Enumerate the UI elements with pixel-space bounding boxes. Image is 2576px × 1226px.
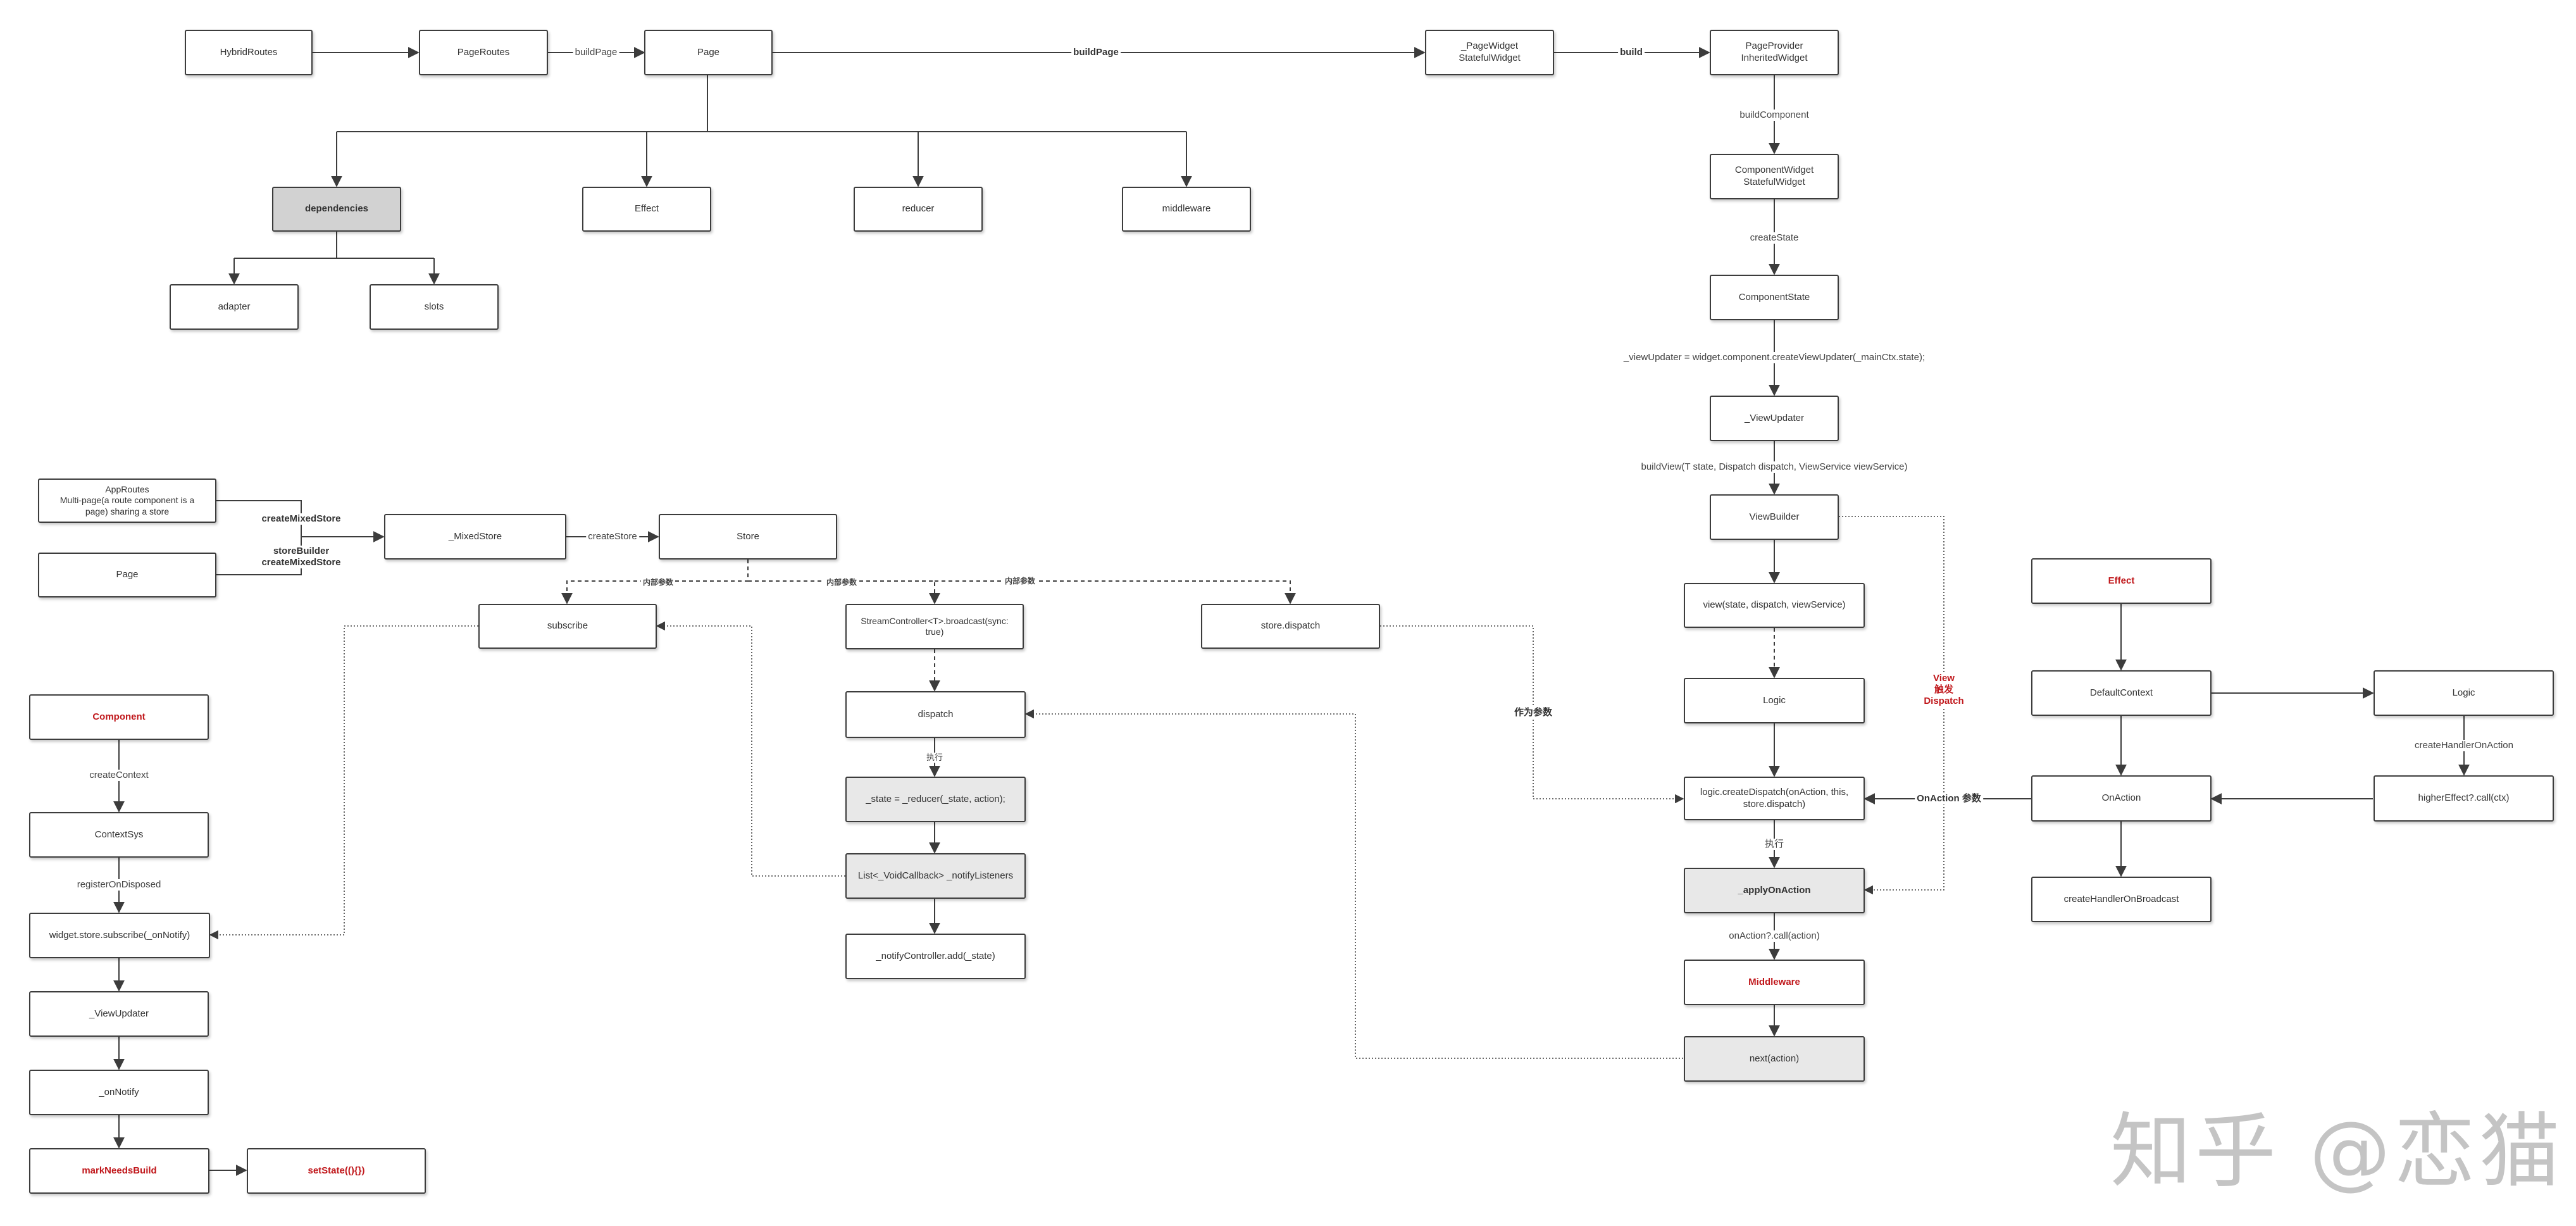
node-default-context: DefaultContext <box>2031 670 2212 716</box>
node-notify-listeners: List<_VoidCallback> _notifyListeners <box>845 853 1026 899</box>
node-create-dispatch: logic.createDispatch(onAction, this, sto… <box>1684 777 1865 820</box>
node-next-action: next(action) <box>1684 1036 1865 1082</box>
node-mark-needs-build: markNeedsBuild <box>29 1148 209 1194</box>
edge-approutes-join <box>216 500 302 575</box>
label-create-store: createStore <box>586 531 639 542</box>
node-notify-controller: _notifyController.add(_state) <box>845 934 1026 979</box>
node-store: Store <box>659 514 837 560</box>
node-view-builder: ViewBuilder <box>1710 494 1839 540</box>
edge-store-inner-to-dispatch <box>935 580 1296 604</box>
label-inner-param-1: 内部参数 <box>640 577 676 587</box>
node-context-sys: ContextSys <box>29 812 209 858</box>
node-stream-controller: StreamController<T>.broadcast(sync: true… <box>845 604 1024 649</box>
node-view-call: view(state, dispatch, viewService) <box>1684 583 1865 628</box>
label-exec-right: 执行 <box>1762 839 1786 850</box>
label-build-component: buildComponent <box>1738 109 1811 121</box>
label-build-view: buildView(T state, Dispatch dispatch, Vi… <box>1639 461 1910 473</box>
edge-storedispatch-to-createdispatch <box>1380 625 1684 804</box>
node-state-reducer: _state = _reducer(_state, action); <box>845 777 1026 822</box>
node-mixed-store: _MixedStore <box>384 514 566 560</box>
node-store-dispatch: store.dispatch <box>1201 604 1380 649</box>
edge-next-to-dispatch <box>1024 709 1683 1059</box>
node-apply-on-action: _applyOnAction <box>1684 868 1865 913</box>
label-inner-param-3: 内部参数 <box>1002 576 1038 586</box>
label-on-action-call: onAction?.call(action) <box>1727 930 1822 942</box>
node-effect: Effect <box>582 187 711 232</box>
node-on-notify: _onNotify <box>29 1070 209 1115</box>
node-app-routes: AppRoutes Multi-page(a route component i… <box>38 479 216 523</box>
node-dispatch: dispatch <box>845 691 1026 738</box>
node-page-top: Page <box>644 30 773 75</box>
node-middleware-red: Middleware <box>1684 960 1865 1005</box>
node-middleware: middleware <box>1122 187 1251 232</box>
node-adapter: adapter <box>170 284 299 330</box>
label-build: build <box>1618 47 1645 58</box>
node-logic-right: Logic <box>2374 670 2554 716</box>
node-set-state: setState((){}) <box>247 1148 426 1194</box>
node-logic-mid: Logic <box>1684 678 1865 723</box>
node-widget-subscribe: widget.store.subscribe(_onNotify) <box>29 913 210 958</box>
node-reducer: reducer <box>854 187 983 232</box>
label-create-handler-on-action: createHandlerOnAction <box>2413 740 2515 751</box>
label-create-context: createContext <box>87 770 151 781</box>
label-inner-param-2: 内部参数 <box>824 577 859 587</box>
node-dependencies: dependencies <box>272 187 401 232</box>
label-view-updater-expr: _viewUpdater = widget.component.createVi… <box>1621 352 1927 363</box>
node-page-routes: PageRoutes <box>419 30 548 75</box>
node-slots: slots <box>370 284 499 330</box>
node-component: Component <box>29 694 209 740</box>
edge-subscribe-to-widget <box>209 625 478 940</box>
node-component-state: ComponentState <box>1710 275 1839 320</box>
label-on-action-param: OnAction 参数 <box>1915 793 1983 804</box>
node-view-updater-left: _ViewUpdater <box>29 991 209 1037</box>
node-on-action: OnAction <box>2031 775 2212 822</box>
node-page-provider: PageProvider InheritedWidget <box>1710 30 1839 75</box>
label-register-on-disposed: registerOnDisposed <box>75 879 163 891</box>
label-view-trigger: View 触发 Dispatch <box>1922 673 1966 707</box>
node-page-left: Page <box>38 553 216 597</box>
label-as-param: 作为参数 <box>1512 707 1555 718</box>
node-effect-red: Effect <box>2031 558 2212 604</box>
node-page-widget: _PageWidget StatefulWidget <box>1425 30 1554 75</box>
node-hybrid-routes: HybridRoutes <box>185 30 313 75</box>
watermark: 知乎 @恋猫 <box>2110 1104 2564 1199</box>
label-exec-mid: 执行 <box>924 753 945 763</box>
label-build-page-1: buildPage <box>573 47 619 58</box>
edge-listeners-to-subscribe <box>656 621 845 877</box>
label-build-page-2: buildPage <box>1071 47 1121 58</box>
label-create-mixed-store: createMixedStore <box>259 513 343 525</box>
node-higher-effect: higherEffect?.call(ctx) <box>2374 775 2554 822</box>
node-subscribe: subscribe <box>478 604 657 649</box>
node-component-widget: ComponentWidget StatefulWidget <box>1710 154 1839 199</box>
label-create-state: createState <box>1748 232 1801 244</box>
label-store-builder: storeBuilder createMixedStore <box>259 546 343 568</box>
node-view-updater-right: _ViewUpdater <box>1710 396 1839 441</box>
node-create-handler-on-broadcast: createHandlerOnBroadcast <box>2031 877 2212 922</box>
